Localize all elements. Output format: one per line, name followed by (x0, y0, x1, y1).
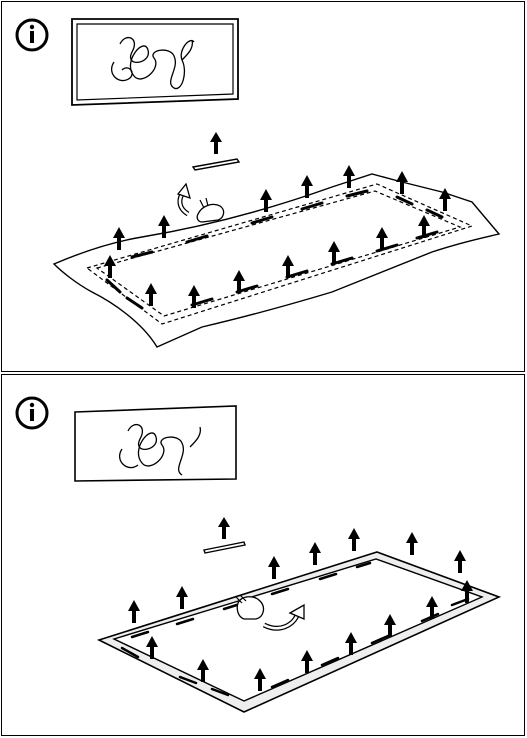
step-1-illustration (15, 18, 501, 348)
loose-strip (203, 541, 246, 554)
arrow-up-icon (301, 650, 313, 673)
wrapping-sheet (52, 173, 501, 348)
arrow-up-icon (254, 668, 266, 691)
arrow-up-icon (282, 255, 294, 278)
arrow-up-icon (268, 556, 280, 579)
arrow-up-icon (454, 550, 466, 573)
unframed-canvas (74, 405, 237, 482)
lift-arrows (128, 528, 473, 691)
step-panel-1 (1, 1, 525, 372)
arrow-up-icon (158, 215, 170, 238)
arrow-up-icon (128, 600, 140, 623)
arrow-up-icon (384, 614, 396, 637)
step-2-illustration (15, 396, 502, 713)
arrow-up-icon (188, 285, 200, 308)
arrow-up-icon (406, 532, 418, 555)
curved-arrow-icon (262, 603, 305, 631)
lift-arrows (104, 165, 451, 308)
stretcher-frame (96, 551, 502, 713)
arrow-up-icon (197, 659, 209, 682)
arrow-up-icon (426, 596, 438, 619)
arrow-up-icon (396, 171, 408, 194)
arrow-up-icon (418, 215, 430, 238)
info-icon (15, 396, 49, 430)
info-icon (15, 18, 49, 52)
curved-arrow-icon (176, 182, 191, 217)
arrow-up-icon (233, 270, 245, 293)
arrow-up-icon (145, 283, 157, 306)
arrow-up-icon (328, 241, 340, 264)
arrow-up-icon (348, 528, 360, 551)
arrow-up-icon (210, 132, 222, 154)
arrow-up-icon (309, 542, 321, 565)
arrow-up-icon (104, 255, 116, 278)
arrow-up-icon (301, 175, 313, 198)
arrow-up-icon (113, 227, 125, 250)
arrow-up-icon (260, 189, 272, 212)
arrow-up-icon (176, 586, 188, 609)
arrow-up-icon (218, 517, 230, 539)
hand-icon (196, 197, 225, 223)
arrow-up-icon (146, 636, 158, 659)
arrow-up-icon (376, 227, 388, 250)
hand-icon (235, 594, 265, 620)
framed-artwork (71, 18, 239, 106)
arrow-up-icon (343, 165, 355, 188)
step-panel-2 (1, 374, 525, 736)
loose-strip (191, 158, 241, 171)
arrow-up-icon (345, 632, 357, 655)
arrow-up-icon (439, 188, 451, 211)
arrow-up-icon (461, 580, 473, 603)
